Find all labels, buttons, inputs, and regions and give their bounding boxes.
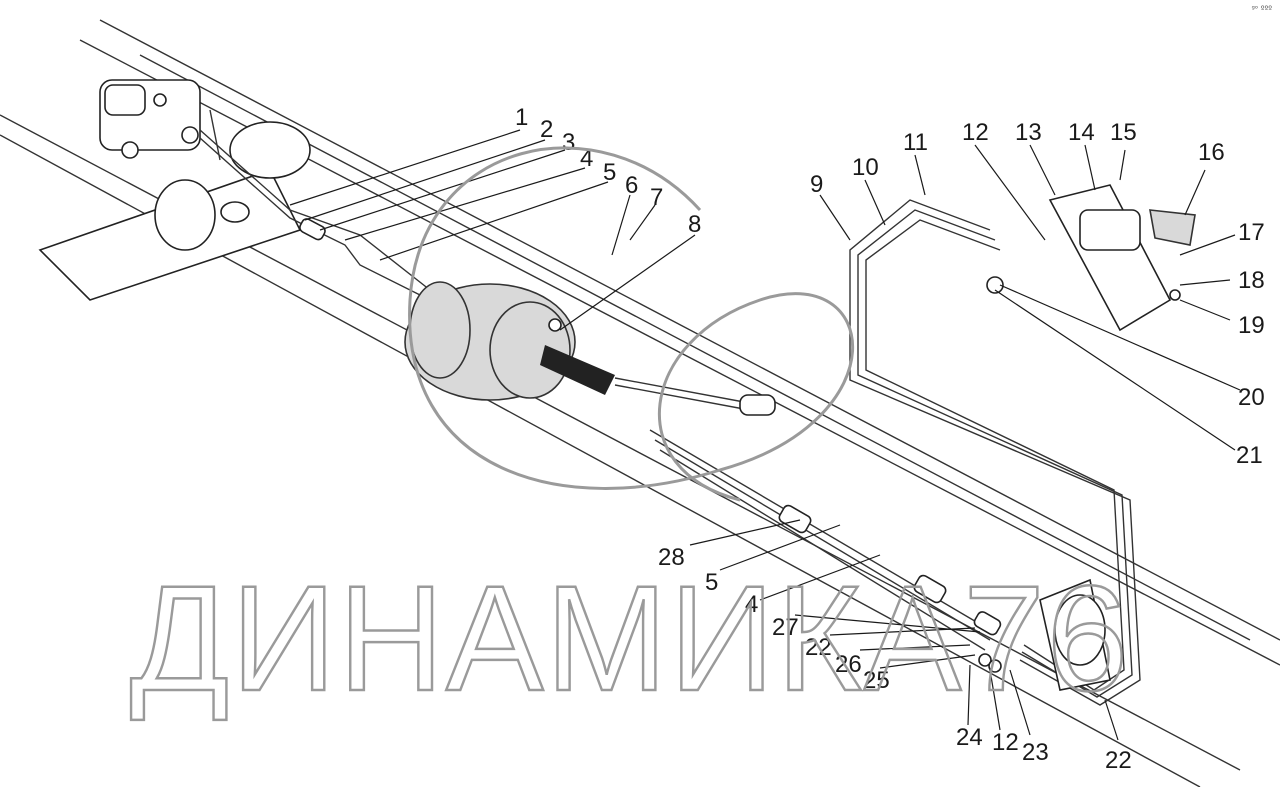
callout-2: 2 <box>540 116 553 143</box>
callout-1: 1 <box>515 104 528 131</box>
pipes-right <box>849 199 1141 706</box>
brake-valve <box>99 79 201 159</box>
tap-bracket <box>986 184 1196 332</box>
callout-7: 7 <box>650 184 663 211</box>
callout-3: 3 <box>562 129 575 156</box>
callout-24: 24 <box>956 724 983 751</box>
corner-mark: ᵍᵒ ººº <box>1251 4 1272 13</box>
callout-6: 6 <box>625 172 638 199</box>
callout-5b: 5 <box>705 569 718 596</box>
callout-28: 28 <box>658 544 685 571</box>
callout-12: 12 <box>962 119 989 146</box>
cross-tube <box>38 121 311 301</box>
callout-9: 9 <box>810 171 823 198</box>
lower-bracket <box>978 578 1111 691</box>
callout-26: 26 <box>835 651 862 678</box>
pipes-left <box>199 109 431 301</box>
callout-15: 15 <box>1110 119 1137 146</box>
callout-10: 10 <box>852 154 879 181</box>
callout-21: 21 <box>1236 442 1263 469</box>
callout-19: 19 <box>1238 312 1265 339</box>
watermark: ДИНАМИКА76 <box>129 146 1130 723</box>
callout-17: 17 <box>1238 219 1265 246</box>
callout-8: 8 <box>688 211 701 238</box>
callout-12b: 12 <box>992 729 1019 756</box>
callout-22a: 22 <box>805 634 832 661</box>
callout-27: 27 <box>772 614 799 641</box>
leader-lines <box>289 129 1241 741</box>
callout-18: 18 <box>1238 267 1265 294</box>
callout-5: 5 <box>603 159 616 186</box>
callout-22b: 22 <box>1105 747 1132 774</box>
callout-4: 4 <box>580 145 593 172</box>
callout-14: 14 <box>1068 119 1095 146</box>
callout-23: 23 <box>1022 739 1049 766</box>
watermark-text: ДИНАМИКА76 <box>130 554 1130 722</box>
brake-chamber <box>404 281 776 416</box>
callout-13: 13 <box>1015 119 1042 146</box>
callout-4b: 4 <box>745 591 758 618</box>
callouts: 1 2 3 4 5 6 7 8 9 10 11 12 13 14 15 16 1… <box>515 104 1265 774</box>
callout-16: 16 <box>1198 139 1225 166</box>
callout-25: 25 <box>863 667 890 694</box>
callout-20: 20 <box>1238 384 1265 411</box>
callout-11: 11 <box>903 129 928 156</box>
